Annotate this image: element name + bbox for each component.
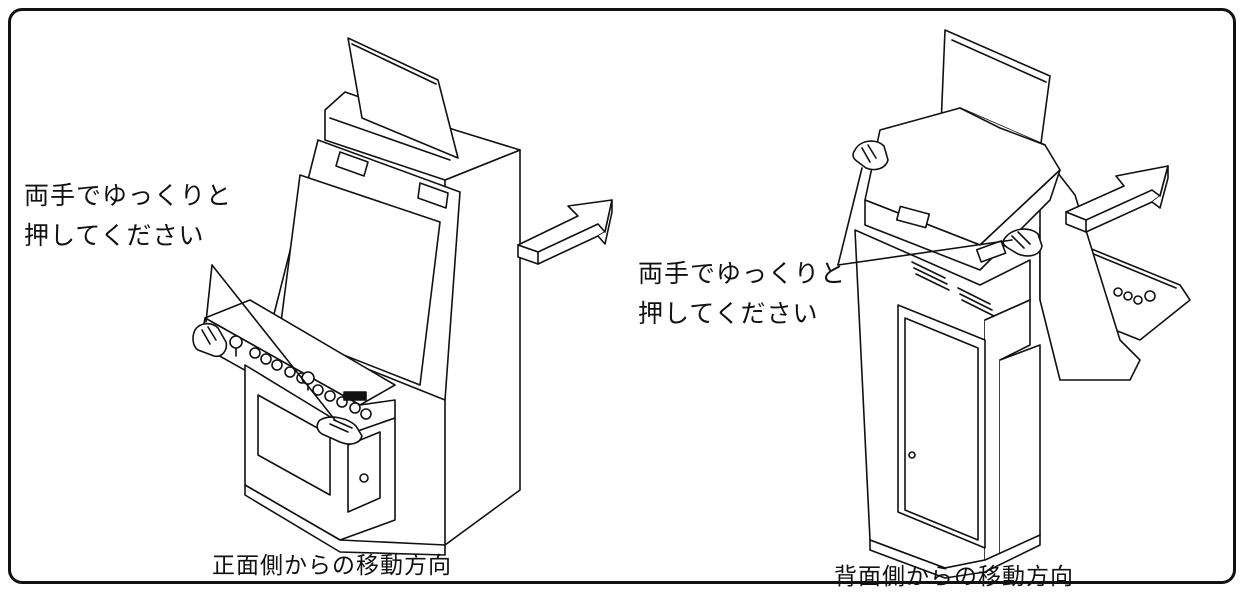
- front-direction-arrow: [518, 200, 612, 264]
- front-panel-buttons: [230, 336, 371, 419]
- front-coin-door: [348, 432, 380, 512]
- rear-caption: 背面側からの移動方向: [834, 564, 1074, 590]
- front-arcade-cabinet: [193, 38, 520, 555]
- front-marquee-board: [348, 38, 458, 158]
- front-monitor-screen: [280, 175, 440, 385]
- front-hands: [193, 324, 362, 444]
- rear-hands: [853, 141, 1042, 256]
- front-instruction-line1: 両手でゆっくりと: [24, 181, 233, 210]
- front-caption: 正面側からの移動方向: [212, 553, 452, 579]
- front-instruction-line2: 押してください: [24, 221, 205, 250]
- rear-instruction-line1: 両手でゆっくりと: [638, 259, 847, 288]
- rear-arcade-cabinet: [838, 30, 1190, 578]
- rear-instruction-line2: 押してください: [638, 299, 819, 328]
- rear-direction-arrow: [1066, 166, 1168, 232]
